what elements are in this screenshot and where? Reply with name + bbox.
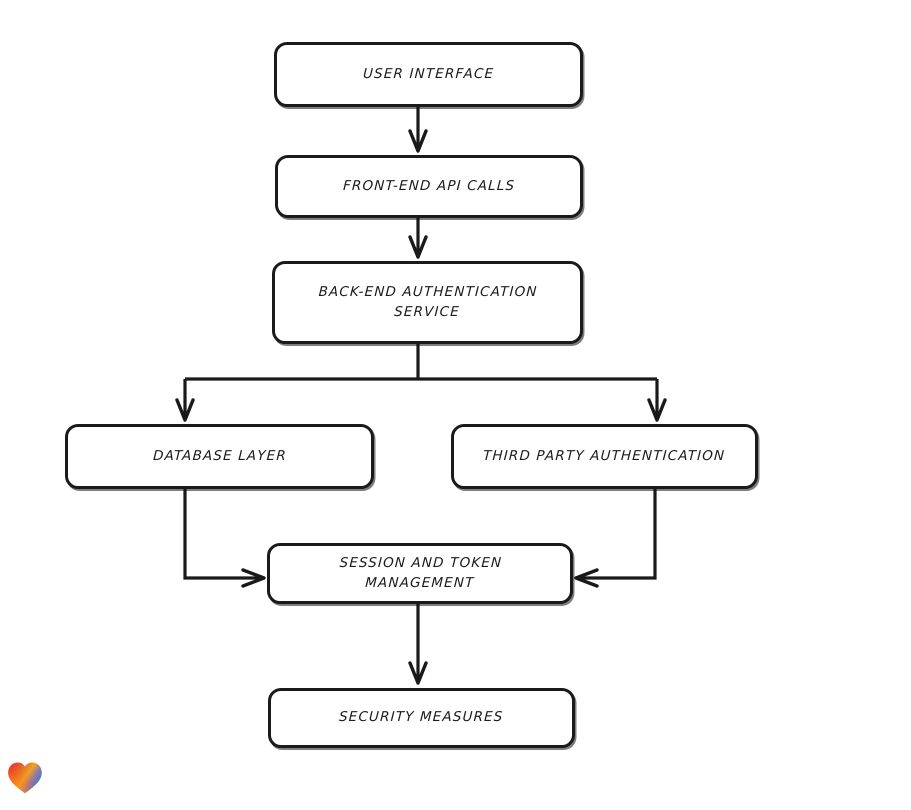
node-frontend-api-calls[interactable]: FRONT-END API CALLS [275,155,583,218]
arrowhead-down-to-frontend-api [408,129,428,153]
node-session-and-token-management-label: SESSION AND TOKEN MANAGEMENT [338,554,503,591]
node-third-party-authentication[interactable]: THIRD PARTY AUTHENTICATION [451,424,758,489]
node-user-interface[interactable]: USER INTERFACE [274,42,583,107]
node-backend-authentication-service-label: BACK-END AUTHENTICATION SERVICE [318,283,539,320]
arrowhead-down-to-backend-auth [408,235,428,259]
arrowhead-left-to-session [574,568,599,588]
node-security-measures[interactable]: SECURITY MEASURES [268,688,575,748]
node-user-interface-label: USER INTERFACE [362,65,495,82]
node-backend-authentication-service[interactable]: BACK-END AUTHENTICATION SERVICE [272,261,583,344]
edge-thirdparty-to-session [578,489,657,580]
node-third-party-authentication-label: THIRD PARTY AUTHENTICATION [483,447,727,464]
heart-icon [8,762,42,794]
node-security-measures-label: SECURITY MEASURES [338,709,505,726]
node-frontend-api-calls-label: FRONT-END API CALLS [342,177,516,194]
edge-database-to-session [183,489,262,580]
node-database-layer-label: DATABASE LAYER [152,447,287,464]
arrowhead-down-to-database [175,398,195,422]
node-database-layer[interactable]: DATABASE LAYER [65,424,374,489]
arrowhead-right-to-session [241,568,266,588]
arrowhead-down-to-security [408,661,428,685]
arrowhead-down-to-thirdparty [647,398,667,422]
node-session-and-token-management[interactable]: SESSION AND TOKEN MANAGEMENT [267,543,573,604]
